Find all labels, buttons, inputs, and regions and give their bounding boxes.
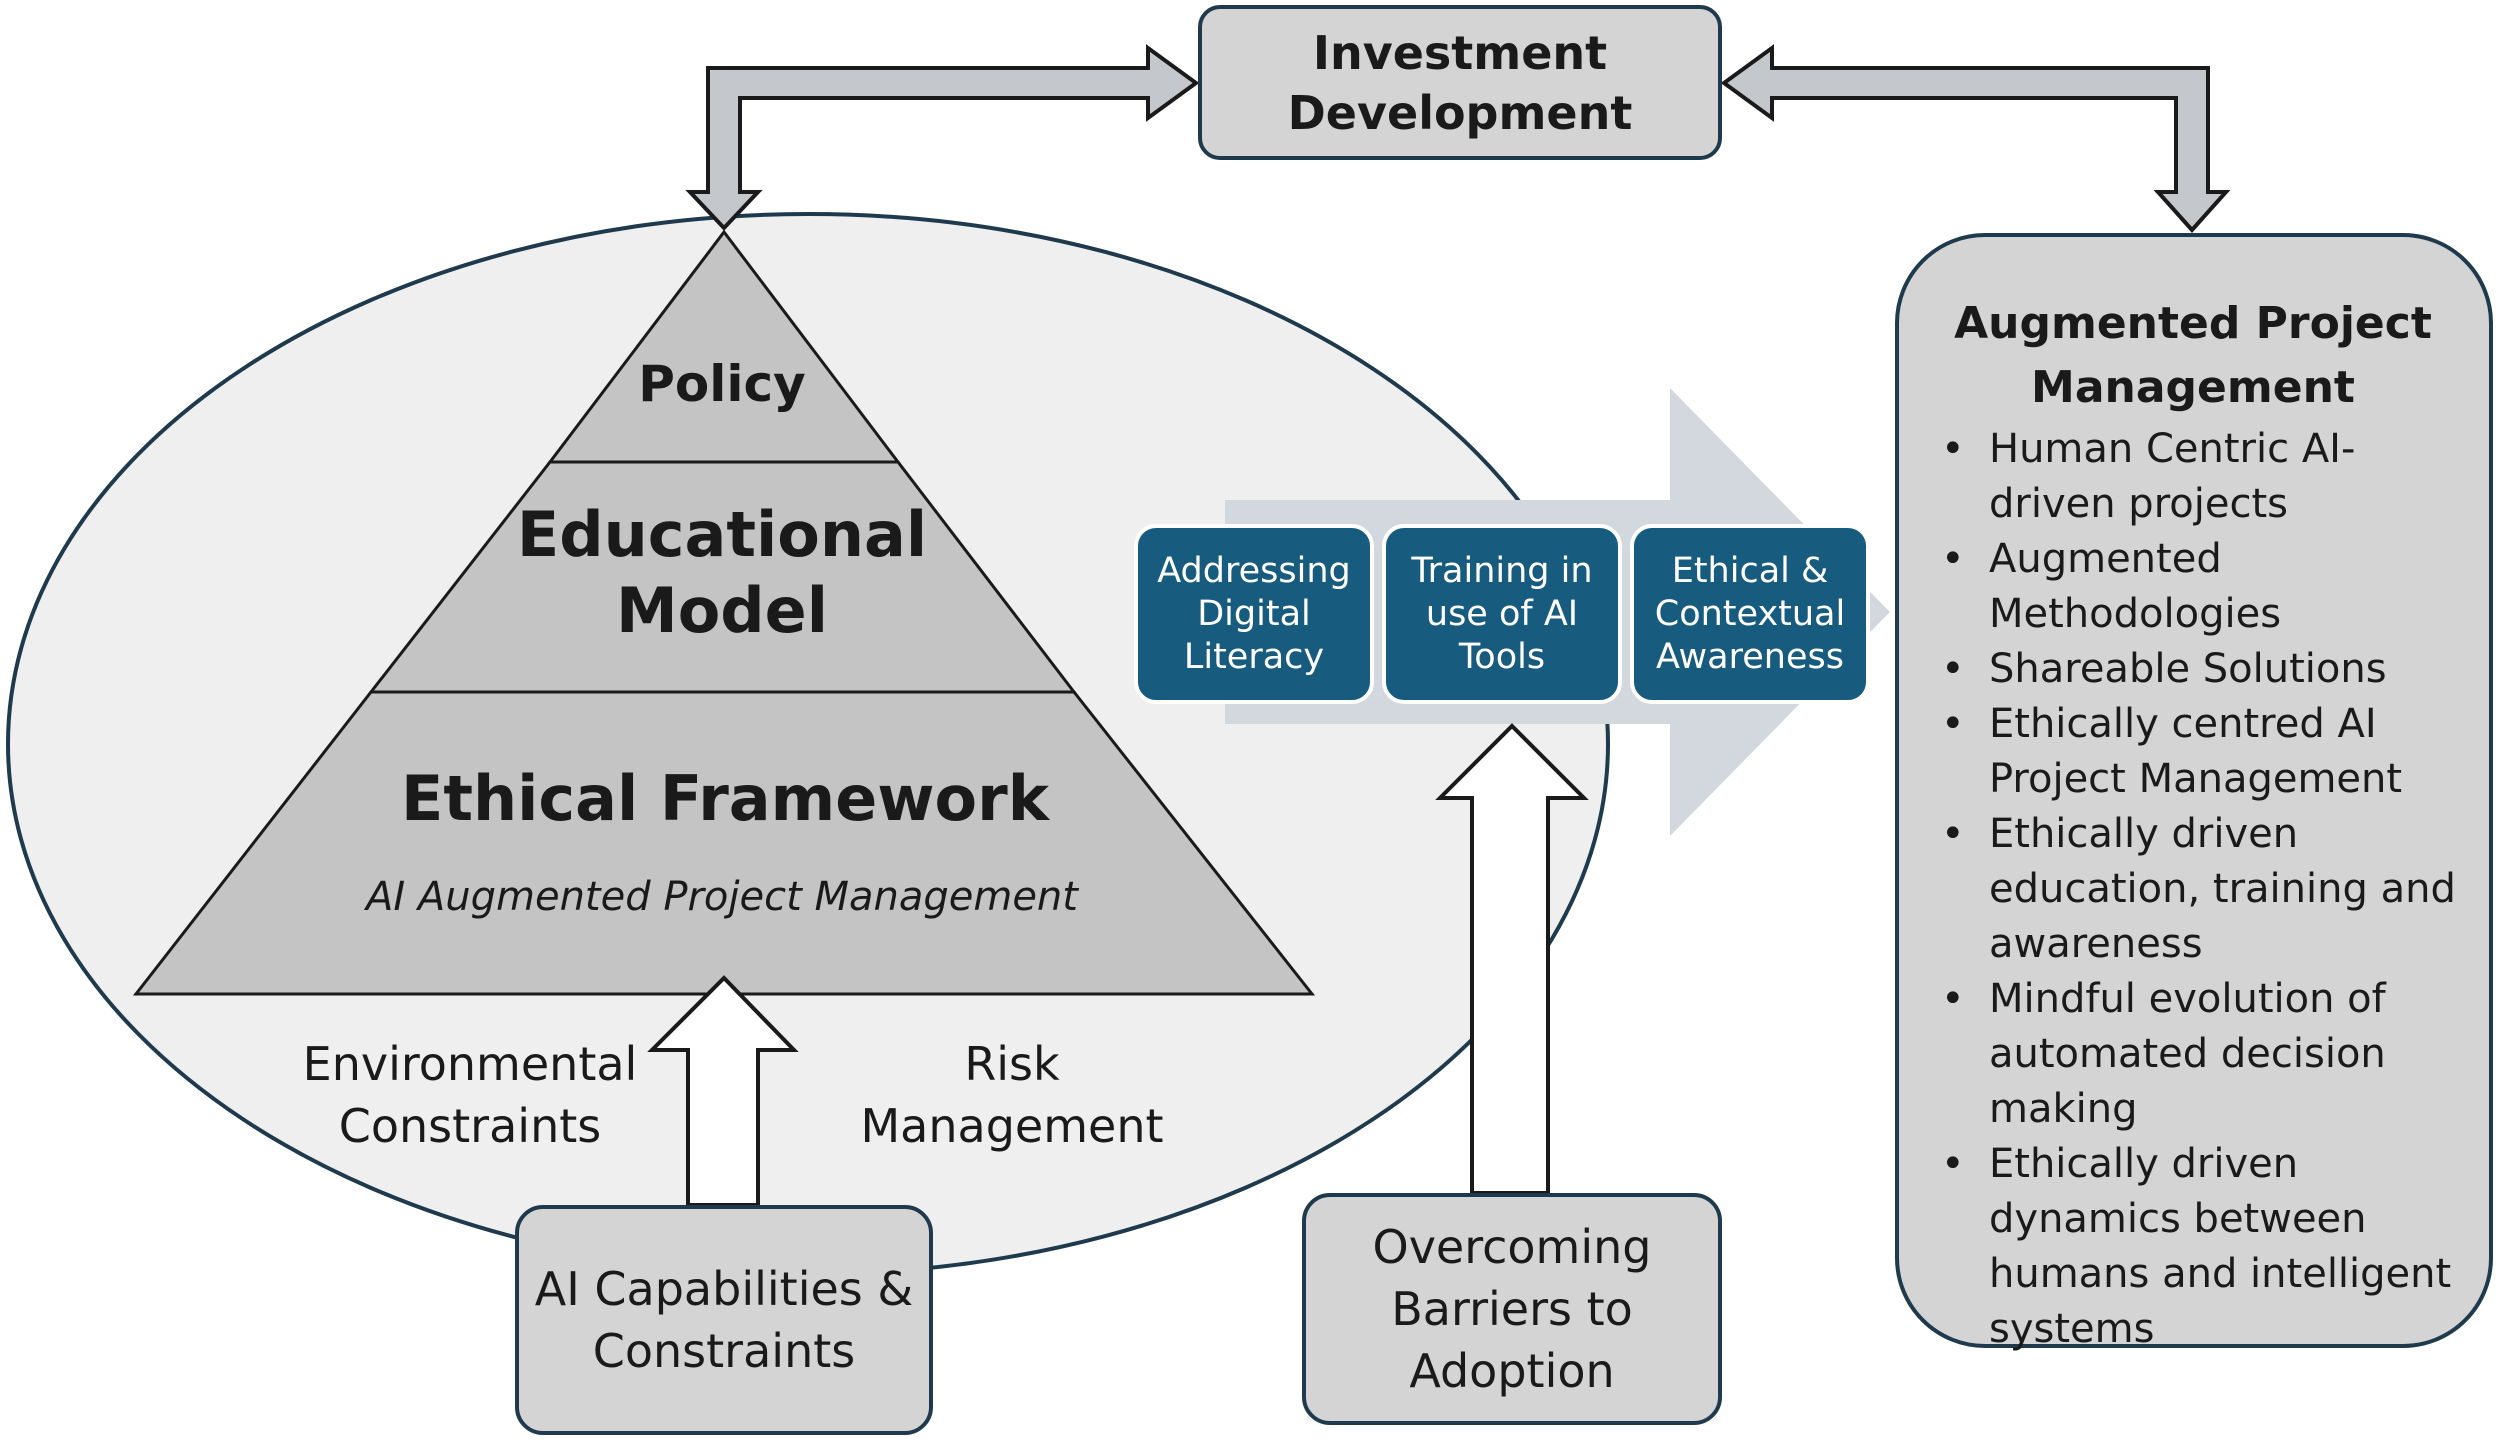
- list-item: Mindful evolution of automated decision …: [1919, 972, 2467, 1137]
- apm-title-line1: Augmented Project: [1954, 298, 2432, 349]
- list-item: Ethically driven dynamics between humans…: [1919, 1137, 2467, 1357]
- connector-arrow-right: [1720, 44, 2231, 233]
- step-2-line1: Training in: [1411, 550, 1593, 591]
- barriers-line3: Adoption: [1409, 1344, 1615, 1398]
- step-1-line2: Digital: [1197, 593, 1311, 634]
- step-3-line2: Contextual: [1654, 593, 1846, 634]
- list-item: Ethically centred AI Project Management: [1919, 697, 2467, 807]
- ethical-framework-subtitle: AI Augmented Project Management: [363, 874, 1079, 920]
- investment-label-line2: Development: [1287, 85, 1633, 140]
- step-addressing-digital-literacy: Addressing Digital Literacy: [1134, 524, 1374, 704]
- ai-capabilities-line2: Constraints: [592, 1324, 856, 1378]
- list-item: Augmented Methodologies: [1919, 532, 2467, 642]
- barriers-line2: Barriers to: [1391, 1282, 1633, 1336]
- step-2-line2: use of AI: [1425, 593, 1579, 634]
- pyramid-tier-ethical-framework: [132, 690, 1316, 996]
- policy-label: Policy: [638, 355, 806, 413]
- barriers-line1: Overcoming: [1372, 1220, 1652, 1274]
- apm-title: Augmented Project Management: [1919, 292, 2467, 420]
- augmented-project-management-box: Augmented Project Management Human Centr…: [1895, 233, 2493, 1352]
- step-3-line3: Awareness: [1656, 636, 1844, 677]
- environmental-constraints-label-line1: Environmental: [303, 1037, 638, 1091]
- step-ethical-contextual-awareness: Ethical & Contextual Awareness: [1630, 524, 1870, 704]
- overcoming-barriers-box: Overcoming Barriers to Adoption: [1302, 1193, 1722, 1425]
- step-1-line3: Literacy: [1183, 636, 1325, 677]
- step-2-line3: Tools: [1458, 636, 1546, 677]
- list-item: Ethically driven education, training and…: [1919, 807, 2467, 972]
- environmental-constraints-label-line2: Constraints: [339, 1099, 601, 1153]
- connector-arrow-left: [685, 44, 1200, 231]
- list-item: Human Centric AI-driven projects: [1919, 422, 2467, 532]
- step-1-line1: Addressing: [1157, 550, 1351, 591]
- risk-management-label-line2: Management: [860, 1099, 1163, 1153]
- apm-bullet-list: Human Centric AI-driven projects Augment…: [1919, 422, 2467, 1357]
- step-3-line1: Ethical &: [1671, 550, 1829, 591]
- ethical-framework-label: Ethical Framework: [401, 762, 1051, 835]
- investment-development-box: Investment Development: [1198, 5, 1722, 160]
- educational-model-label-line1: Educational: [517, 498, 927, 571]
- ai-capabilities-line1: AI Capabilities &: [534, 1262, 914, 1316]
- apm-title-line2: Management: [2031, 362, 2355, 413]
- ai-capabilities-constraints-box: AI Capabilities & Constraints: [515, 1205, 933, 1435]
- investment-label-line1: Investment: [1312, 25, 1608, 80]
- educational-model-label-line2: Model: [616, 574, 828, 647]
- step-training-ai-tools: Training in use of AI Tools: [1382, 524, 1622, 704]
- risk-management-label-line1: Risk: [964, 1037, 1060, 1091]
- list-item: Shareable Solutions: [1919, 642, 2467, 697]
